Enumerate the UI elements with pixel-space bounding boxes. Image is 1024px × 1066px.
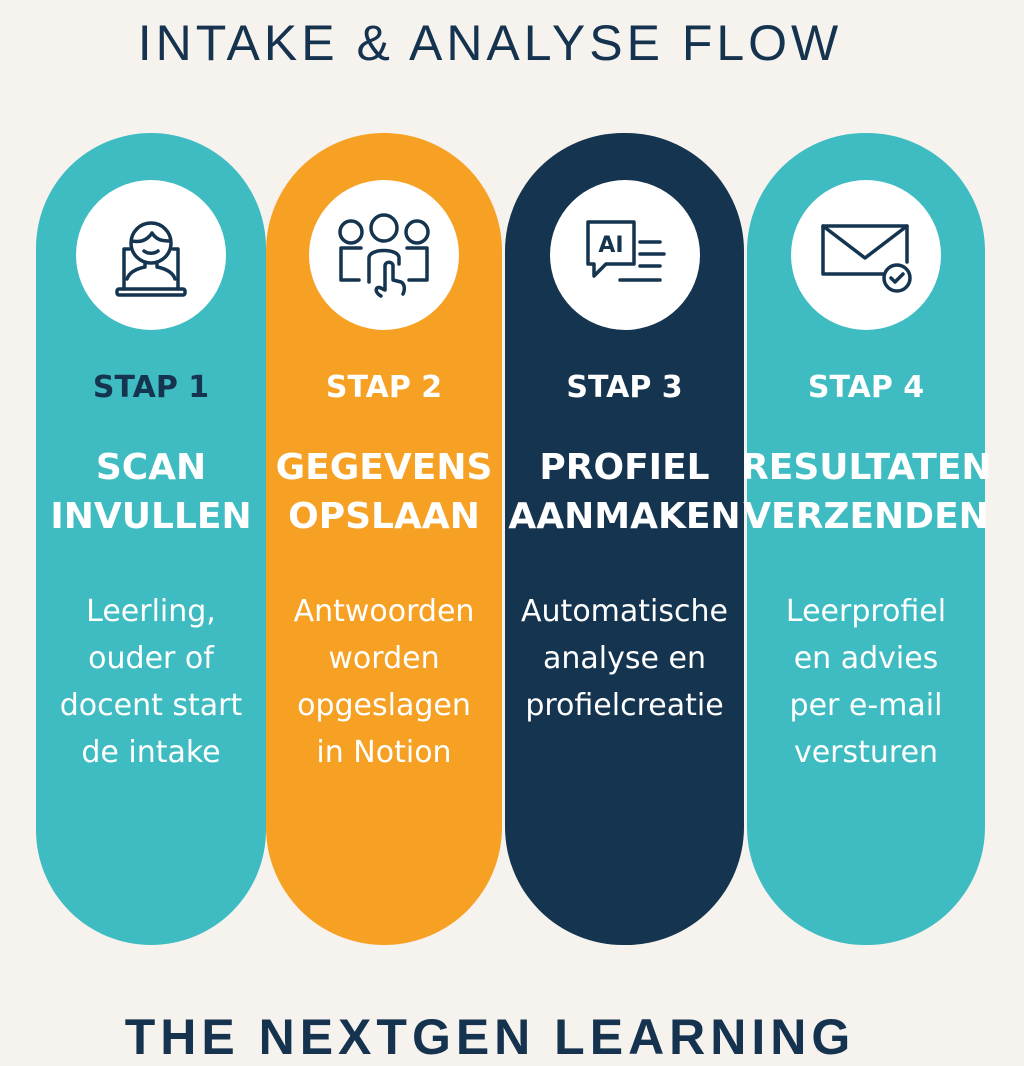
step-name-line: RESULTATEN <box>741 447 992 488</box>
step-name-line: OPSLAAN <box>288 496 480 537</box>
desc-line: ouder of <box>88 641 214 676</box>
step-name: SCAN INVULLEN <box>30 443 272 541</box>
step-2-card: STAP 2 GEGEVENS OPSLAAN Antwoorden worden o… <box>266 133 502 945</box>
step-description: Antwoorden worden opgeslagen in Notion <box>266 588 502 776</box>
desc-line: per e-mail <box>789 688 943 723</box>
desc-line: versturen <box>793 735 939 770</box>
desc-line: Antwoorden <box>293 594 475 629</box>
step-4-card: STAP 4 RESULTATEN VERZENDEN Leerprofiel en… <box>741 133 992 945</box>
desc-line: worden <box>328 641 440 676</box>
mail-check-icon <box>791 180 941 330</box>
step-description: Leerling, ouder of docent start de intake <box>36 588 266 776</box>
desc-line: de intake <box>81 735 221 770</box>
desc-line: en advies <box>793 641 939 676</box>
step-name-line: GEGEVENS <box>275 447 493 488</box>
ai-label: AI <box>598 233 623 258</box>
step-name-line: VERZENDEN <box>743 496 989 537</box>
desc-line: Automatische <box>521 594 728 629</box>
ai-chat-icon: AI <box>549 180 700 330</box>
step-label: STAP 4 <box>807 370 925 405</box>
group-touch-icon <box>309 180 459 330</box>
desc-line: docent start <box>59 688 243 723</box>
step-name-line: AANMAKEN <box>508 496 741 537</box>
step-description: Automatische analyse en profielcreatie <box>505 588 744 729</box>
desc-line: Leerling, <box>86 594 216 629</box>
desc-line: Leerprofiel <box>785 594 947 629</box>
step-label: STAP 2 <box>325 370 443 405</box>
step-name: GEGEVENS OPSLAAN <box>260 443 508 541</box>
desc-line: profielcreatie <box>525 688 724 723</box>
step-name: RESULTATEN VERZENDEN <box>741 443 992 541</box>
step-name-line: PROFIEL <box>539 447 710 488</box>
desc-line: opgeslagen <box>297 688 471 723</box>
desc-line: in Notion <box>316 735 452 770</box>
step-3-card: AI STAP 3 PROFIEL AANMAKEN Automatische an… <box>505 133 744 945</box>
step-1-card: STAP 1 SCAN INVULLEN Leerling, ouder of doc… <box>36 133 266 945</box>
desc-line: analyse en <box>543 641 706 676</box>
step-name: PROFIEL AANMAKEN <box>499 443 750 541</box>
step-description: Leerprofiel en advies per e-mail versturen <box>747 588 985 776</box>
step-name-line: SCAN <box>95 447 207 488</box>
step-label: STAP 1 <box>92 370 210 405</box>
student-laptop-icon <box>76 180 226 330</box>
step-label: STAP 3 <box>566 370 683 405</box>
page-title: INTAKE & ANALYSE FLOW <box>137 15 843 71</box>
footer-heading: THE NEXTGEN LEARNING <box>124 1009 856 1065</box>
step-name-line: INVULLEN <box>50 496 252 537</box>
